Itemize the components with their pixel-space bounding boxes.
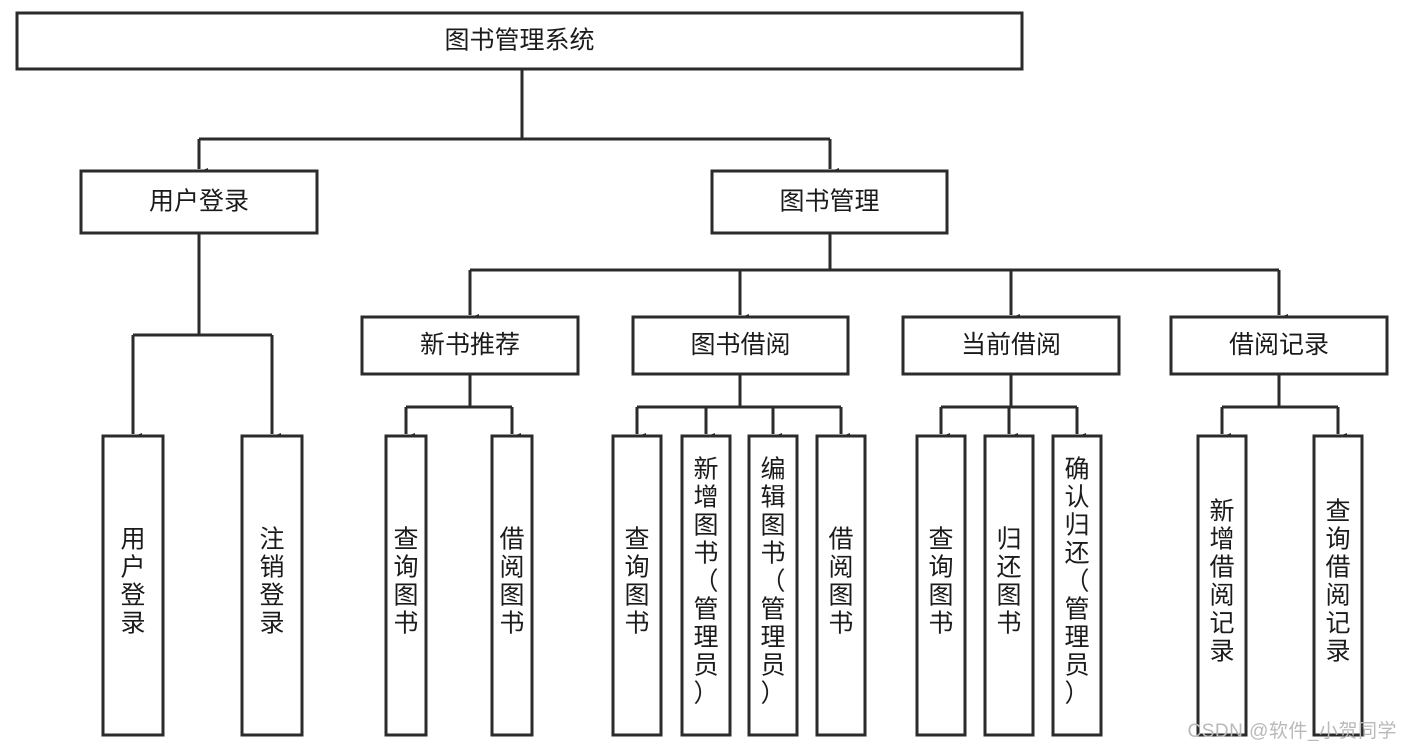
node-leaf-user-login[interactable]: 用户登录 — [101, 434, 165, 737]
node-label-current-borrow: 当前借阅 — [961, 331, 1061, 359]
node-label-leaf-user-logout: 注销登录 — [259, 526, 284, 638]
node-label-leaf-add-book: 新增图书（管理员） — [693, 456, 718, 708]
node-box-leaf-query-book-1 — [384, 434, 428, 737]
node-box-leaf-borrow-book-1 — [490, 434, 534, 737]
node-label-leaf-query-book-2: 查询图书 — [624, 526, 649, 638]
node-label-leaf-user-login: 用户登录 — [120, 526, 145, 638]
node-label-leaf-borrow-book-1: 借阅图书 — [499, 526, 524, 638]
node-box-leaf-borrow-book-2 — [815, 434, 867, 737]
node-box-leaf-add-book — [680, 434, 732, 737]
node-borrow-record[interactable]: 借阅记录 — [1169, 315, 1389, 376]
node-label-book-borrow: 图书借阅 — [690, 331, 790, 359]
node-box-leaf-query-book-3 — [915, 434, 967, 737]
node-label-leaf-query-book-3: 查询图书 — [928, 526, 953, 638]
node-label-borrow-record: 借阅记录 — [1229, 331, 1329, 359]
connector-layer — [124, 69, 1347, 447]
node-box-new-book-recommend — [360, 315, 580, 376]
node-box-current-borrow — [901, 315, 1121, 376]
node-leaf-query-book-1[interactable]: 查询图书 — [384, 434, 428, 737]
node-leaf-return-book[interactable]: 归还图书 — [983, 434, 1035, 737]
node-box-leaf-edit-book — [747, 434, 799, 737]
node-label-user-login: 用户登录 — [149, 188, 249, 216]
node-new-book-recommend[interactable]: 新书推荐 — [360, 315, 580, 376]
node-label-leaf-edit-book: 编辑图书（管理员） — [760, 456, 785, 708]
node-label-leaf-query-book-1: 查询图书 — [393, 526, 418, 638]
node-label-leaf-confirm-return: 确认归还（管理员） — [1064, 456, 1089, 708]
node-label-book-manage: 图书管理 — [779, 188, 879, 216]
node-leaf-add-record[interactable]: 新增借阅记录 — [1196, 434, 1248, 737]
node-user-login[interactable]: 用户登录 — [79, 169, 319, 235]
node-book-manage[interactable]: 图书管理 — [710, 169, 949, 235]
node-book-borrow[interactable]: 图书借阅 — [631, 315, 850, 376]
node-leaf-user-logout[interactable]: 注销登录 — [240, 434, 304, 737]
node-leaf-edit-book[interactable]: 编辑图书（管理员） — [747, 434, 799, 737]
node-leaf-borrow-book-1[interactable]: 借阅图书 — [490, 434, 534, 737]
node-box-book-manage — [710, 169, 949, 235]
node-box-leaf-user-logout — [240, 434, 304, 737]
node-label-root: 图书管理系统 — [444, 27, 594, 55]
node-leaf-query-book-2[interactable]: 查询图书 — [611, 434, 663, 737]
node-box-leaf-query-record — [1312, 434, 1364, 737]
node-current-borrow[interactable]: 当前借阅 — [901, 315, 1121, 376]
node-box-root — [15, 11, 1024, 71]
node-box-leaf-query-book-2 — [611, 434, 663, 737]
node-leaf-borrow-book-2[interactable]: 借阅图书 — [815, 434, 867, 737]
node-box-leaf-return-book — [983, 434, 1035, 737]
node-label-leaf-query-record: 查询借阅记录 — [1325, 498, 1350, 666]
node-box-leaf-confirm-return — [1051, 434, 1103, 737]
node-label-new-book-recommend: 新书推荐 — [420, 331, 520, 359]
node-leaf-add-book[interactable]: 新增图书（管理员） — [680, 434, 732, 737]
node-root[interactable]: 图书管理系统 — [15, 11, 1024, 71]
node-box-leaf-add-record — [1196, 434, 1248, 737]
node-label-leaf-return-book: 归还图书 — [996, 526, 1021, 638]
node-box-user-login — [79, 169, 319, 235]
node-leaf-confirm-return[interactable]: 确认归还（管理员） — [1051, 434, 1103, 737]
node-label-leaf-add-record: 新增借阅记录 — [1209, 498, 1234, 666]
node-box-leaf-user-login — [101, 434, 165, 737]
node-box-borrow-record — [1169, 315, 1389, 376]
node-label-leaf-borrow-book-2: 借阅图书 — [828, 526, 853, 638]
node-layer: 图书管理系统用户登录用户登录注销登录图书管理新书推荐查询图书借阅图书图书借阅查询… — [15, 11, 1389, 737]
node-leaf-query-book-3[interactable]: 查询图书 — [915, 434, 967, 737]
node-leaf-query-record[interactable]: 查询借阅记录 — [1312, 434, 1364, 737]
node-box-book-borrow — [631, 315, 850, 376]
